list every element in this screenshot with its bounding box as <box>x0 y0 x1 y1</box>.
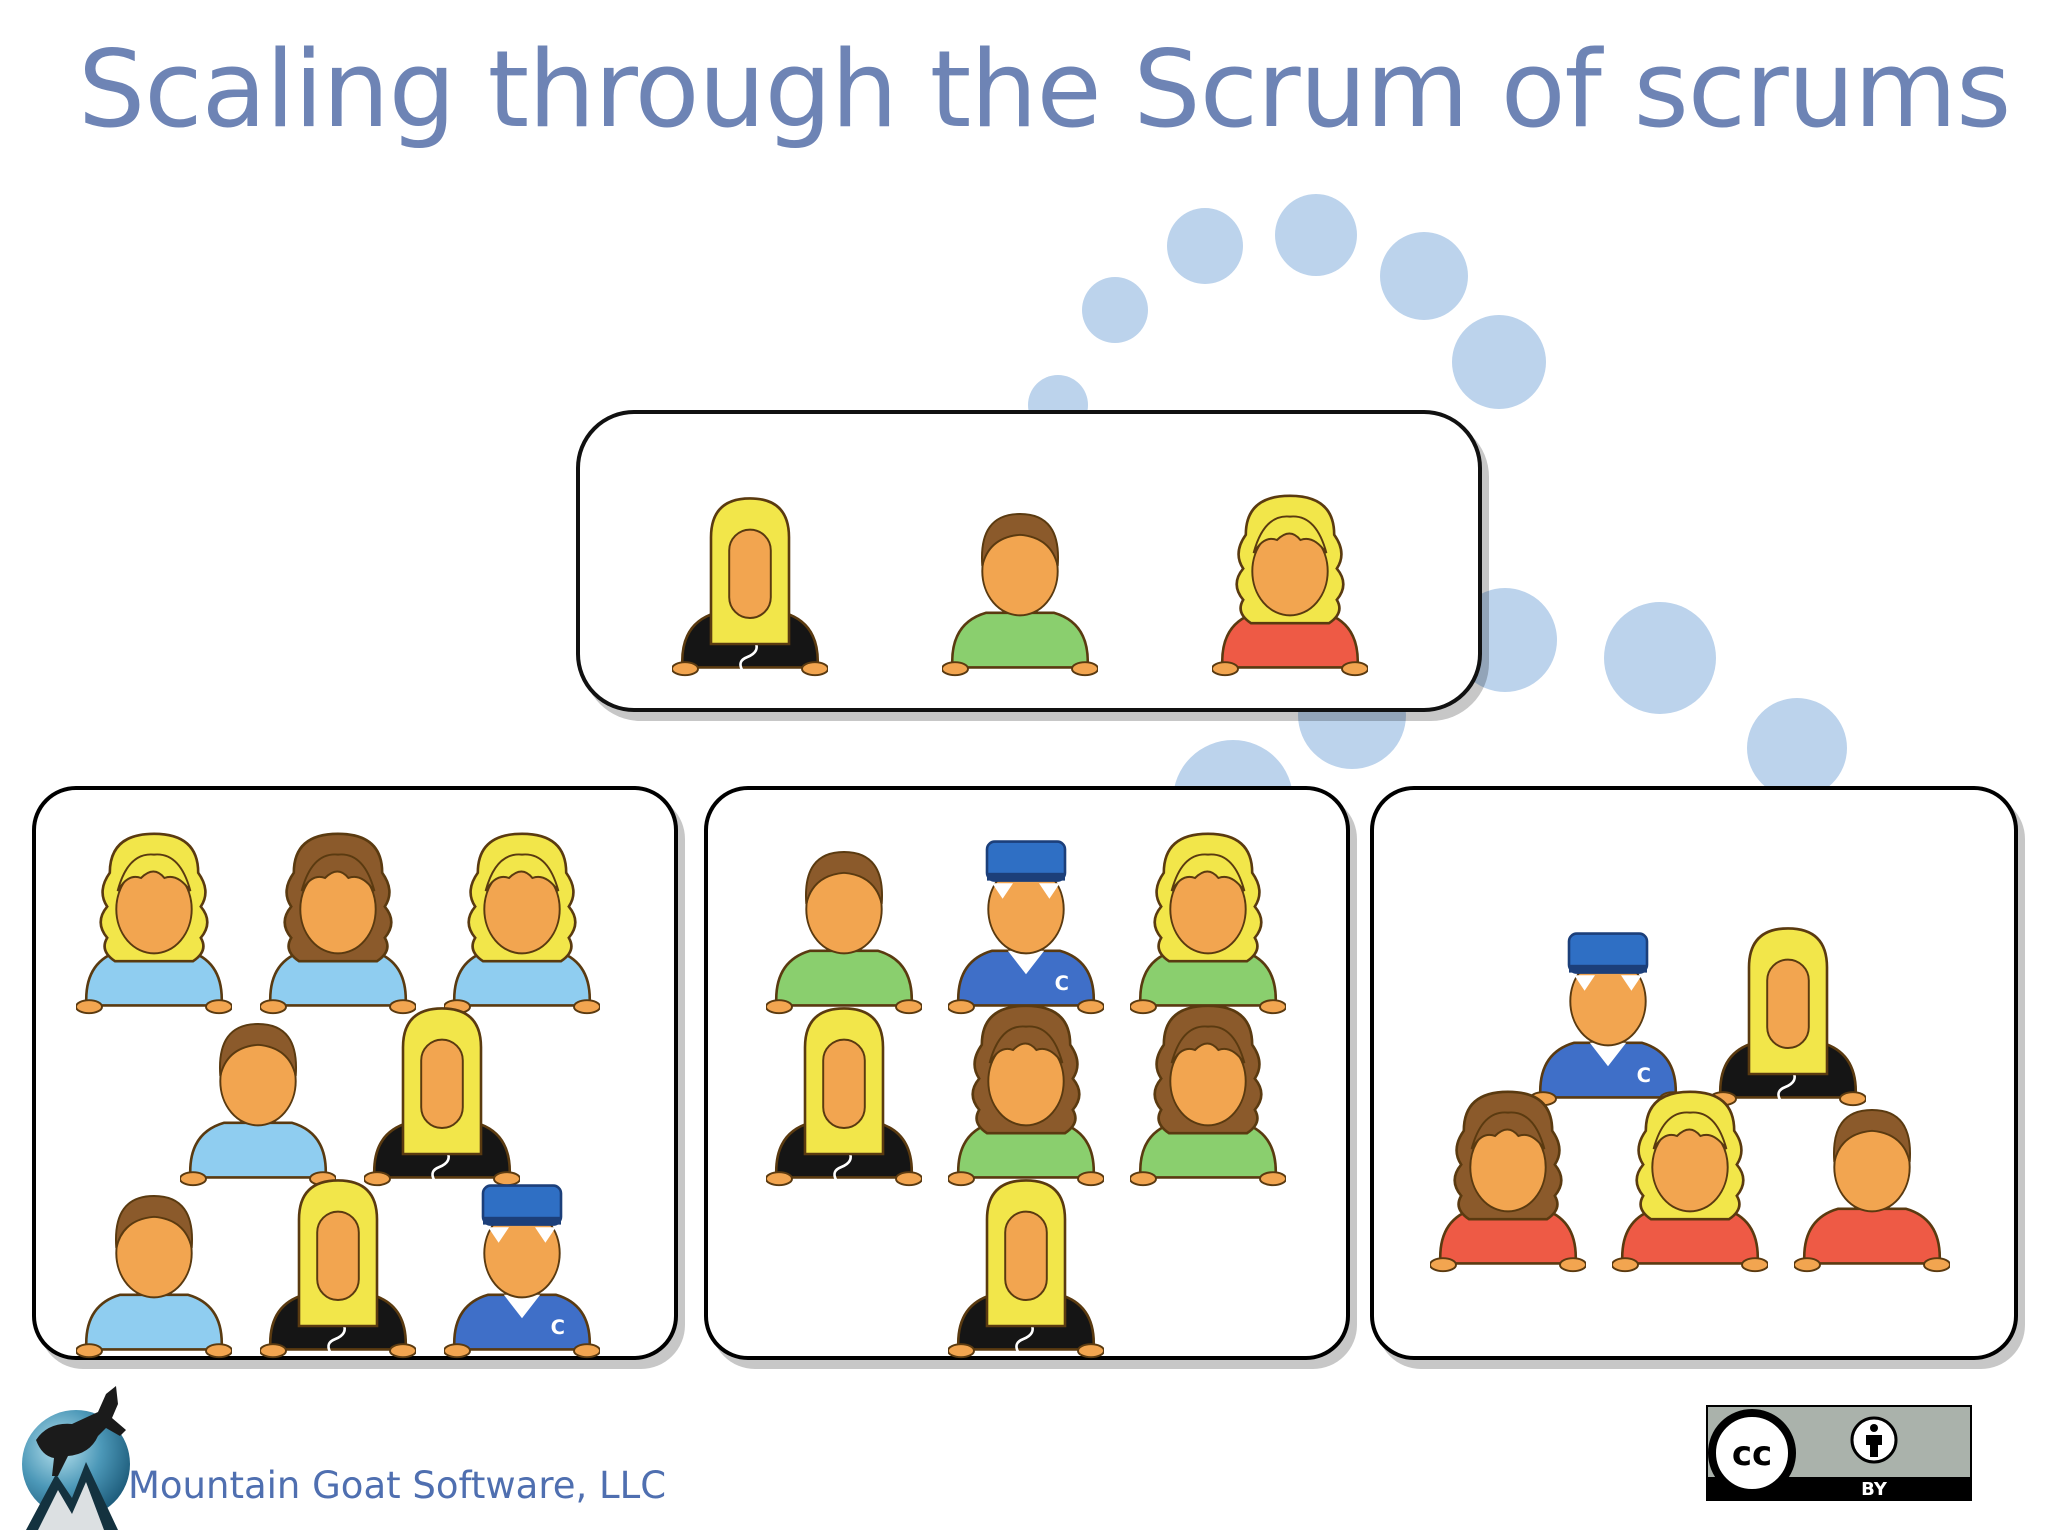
cc-icon <box>1708 1409 1796 1497</box>
company-name: Mountain Goat Software, LLC <box>128 1464 667 1507</box>
scrum-of-scrums-member-avatar-icon <box>942 513 1098 677</box>
team-green-member-avatar-icon <box>766 1007 922 1187</box>
scrum-of-scrums-member-avatar-icon <box>672 497 828 677</box>
team-blue-member-avatar-icon <box>76 832 232 1015</box>
decor-dot <box>1082 277 1148 343</box>
team-blue-member-avatar-icon <box>364 1007 520 1187</box>
team-red-member-avatar-icon <box>1612 1090 1768 1273</box>
cc-by-license-badge: cc BY <box>1706 1405 1972 1501</box>
team-blue-member-avatar-icon <box>444 832 600 1015</box>
team-red-member-avatar-icon <box>1430 1090 1586 1273</box>
slide-title: Scaling through the Scrum of scrums <box>78 28 2011 151</box>
decor-dot <box>1167 208 1243 284</box>
mountain-goat-logo <box>22 1386 130 1530</box>
team-red-member-avatar-icon: C <box>1530 932 1686 1107</box>
team-red-member-avatar-icon <box>1794 1109 1950 1273</box>
team-green-member-avatar-icon <box>948 1004 1104 1187</box>
team-blue-member-avatar-icon: C <box>444 1184 600 1359</box>
decor-dot <box>1380 232 1468 320</box>
team-blue-member-avatar-icon <box>76 1195 232 1359</box>
team-blue-member-avatar-icon <box>260 832 416 1015</box>
svg-text:C: C <box>1637 1064 1651 1087</box>
cc-letters: cc <box>1732 1434 1772 1474</box>
decor-dot <box>1452 315 1546 409</box>
team-green-member-avatar-icon <box>766 851 922 1015</box>
team-blue-member-avatar-icon <box>260 1179 416 1359</box>
team-green-member-avatar-icon <box>1130 832 1286 1015</box>
svg-text:C: C <box>1055 972 1069 995</box>
team-green-member-avatar-icon: C <box>948 840 1104 1015</box>
svg-text:C: C <box>551 1316 565 1339</box>
by-label: BY <box>1861 1479 1888 1500</box>
decor-dot <box>1604 602 1716 714</box>
decor-dot <box>1275 194 1357 276</box>
scrum-of-scrums-member-avatar-icon <box>1212 494 1368 677</box>
team-green-member-avatar-icon <box>1130 1004 1286 1187</box>
team-blue-member-avatar-icon <box>180 1023 336 1187</box>
team-green-member-avatar-icon <box>948 1179 1104 1359</box>
decor-dot <box>1747 698 1847 798</box>
